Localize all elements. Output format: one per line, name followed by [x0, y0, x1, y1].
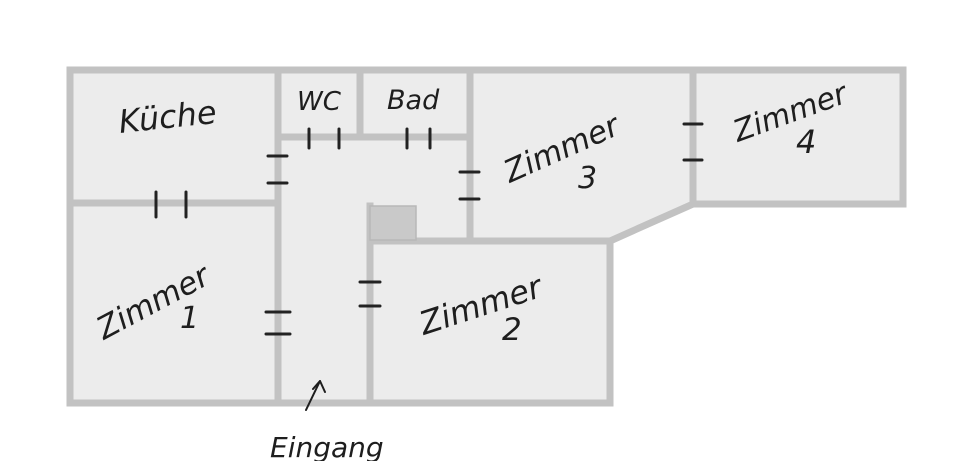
door-kueche-zimmer1 — [154, 190, 188, 219]
label-zimmer2-number: 2 — [502, 312, 522, 348]
label-zimmer3-number: 3 — [578, 161, 597, 196]
outer-wall — [66, 66, 907, 407]
door-wc — [307, 127, 341, 150]
door-zimmer4 — [682, 122, 704, 162]
door-kueche — [266, 154, 289, 185]
door-zimmer2 — [358, 280, 382, 308]
label-wc: WC — [297, 87, 342, 117]
label-bad: Bad — [387, 85, 440, 116]
door-zimmer3 — [458, 170, 481, 201]
door-marks — [154, 122, 704, 336]
label-zimmer1-number: 1 — [180, 301, 199, 336]
door-zimmer1 — [264, 310, 292, 336]
shaft-block — [369, 205, 417, 241]
entrance-arrow — [305, 380, 326, 411]
label-zimmer4-number: 4 — [796, 123, 816, 161]
door-bad — [405, 127, 432, 150]
label-eingang: Eingang — [270, 431, 384, 461]
